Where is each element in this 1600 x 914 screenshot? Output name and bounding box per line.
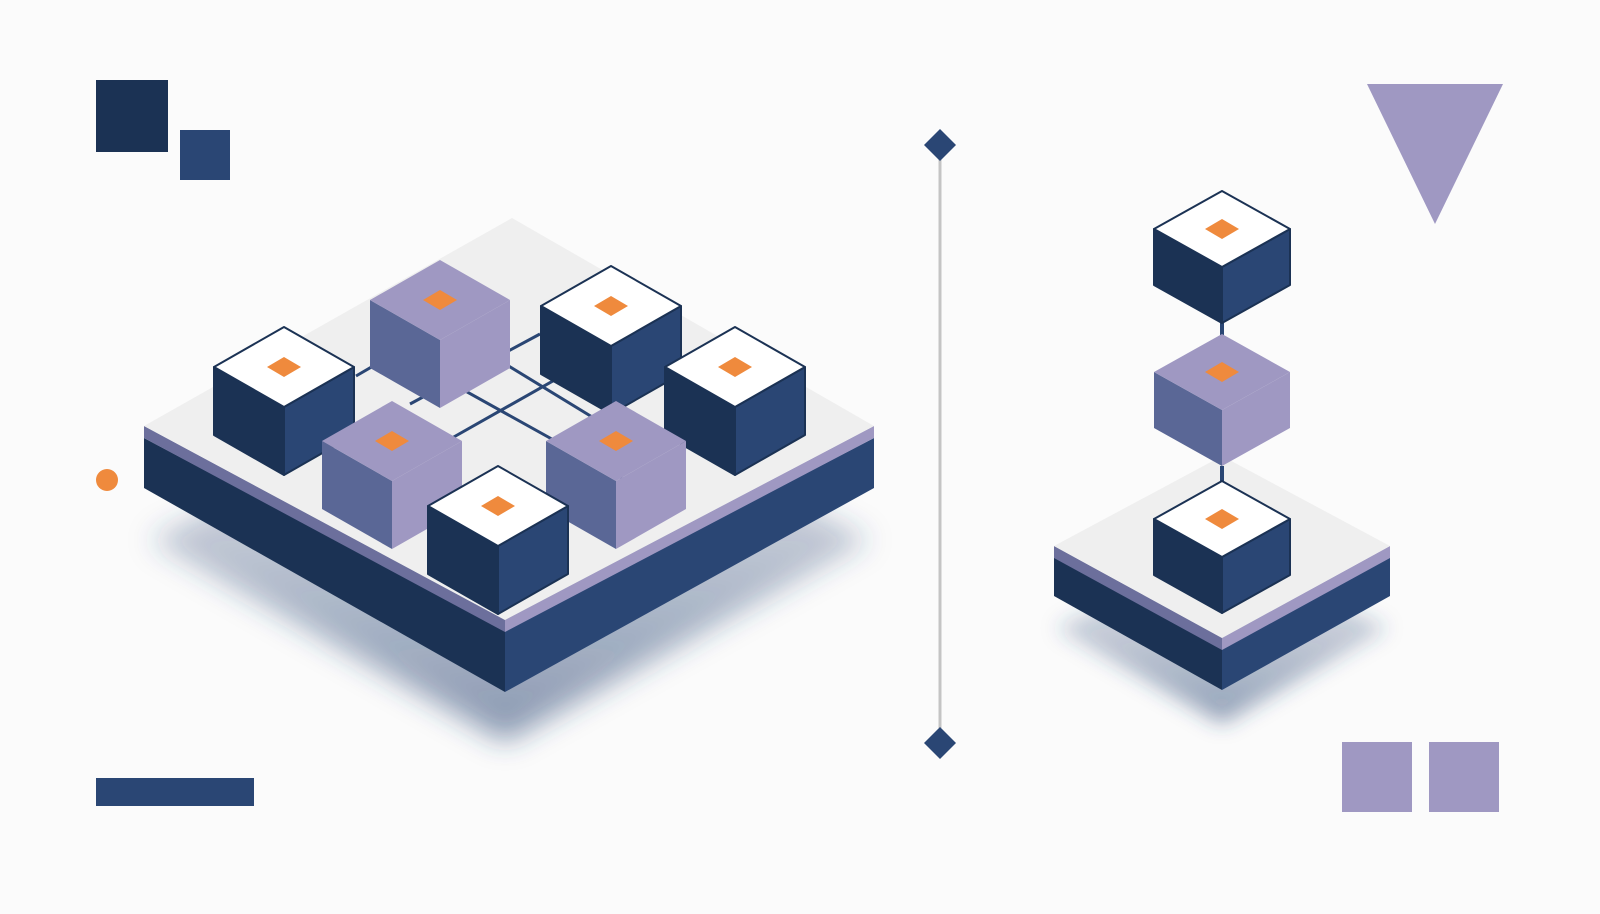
decor-group: [96, 80, 1503, 812]
cube-lc-center: [546, 401, 686, 549]
cube-rs-bottom: [1153, 480, 1291, 614]
orange-diamond-accent: [1205, 362, 1239, 382]
decor-square-dark: [96, 80, 168, 152]
right-platform-side-right: [1222, 556, 1390, 690]
orange-diamond-accent: [599, 431, 633, 451]
divider: [924, 129, 956, 759]
decor-square-navy: [180, 130, 230, 180]
decor-bar: [96, 778, 254, 806]
decor-orange-dot: [96, 469, 118, 491]
orange-diamond-accent: [423, 290, 457, 310]
orange-diamond-accent: [1205, 219, 1239, 239]
cube-left-face: [546, 441, 616, 549]
orange-diamond-accent: [594, 296, 628, 316]
decor-square-lavender-2: [1429, 742, 1499, 812]
right-platform-rim-left: [1054, 546, 1222, 650]
divider-bottom-diamond: [924, 727, 956, 759]
left-platform-rim-left: [144, 426, 505, 632]
cube-right-face: [616, 441, 686, 549]
cube-lc-front: [427, 465, 569, 615]
right-platform-rim-right: [1222, 546, 1390, 650]
orange-diamond-accent: [267, 357, 301, 377]
cube-lc-right1: [540, 265, 682, 415]
cube-lc-right2: [664, 326, 806, 476]
cube-right-face: [1222, 372, 1290, 466]
cube-rs-top: [1153, 190, 1291, 324]
divider-top-diamond: [924, 129, 956, 161]
decor-square-lavender-1: [1342, 742, 1412, 812]
left-cube-cluster: [213, 260, 806, 615]
left-platform-side-right: [505, 438, 874, 692]
cube-right-face: [440, 300, 510, 408]
cube-right-face: [392, 441, 462, 549]
cube-lc-left: [213, 326, 355, 476]
right-cube-stack: [1153, 190, 1291, 614]
orange-diamond-accent: [375, 431, 409, 451]
cube-left-face: [370, 300, 440, 408]
right-platform-side-left: [1054, 556, 1222, 690]
cube-rs-middle: [1154, 334, 1290, 466]
cube-left-face: [322, 441, 392, 549]
left-platform-rim-right: [505, 426, 874, 632]
cube-lc-back: [370, 260, 510, 408]
left-platform-top: [144, 218, 874, 620]
cube-lc-mid: [322, 401, 462, 549]
orange-diamond-accent: [1205, 509, 1239, 529]
orange-diamond-accent: [481, 496, 515, 516]
cube-left-face: [1154, 372, 1222, 466]
decor-triangle: [1367, 84, 1503, 224]
left-platform-side-left: [144, 438, 505, 692]
orange-diamond-accent: [718, 357, 752, 377]
